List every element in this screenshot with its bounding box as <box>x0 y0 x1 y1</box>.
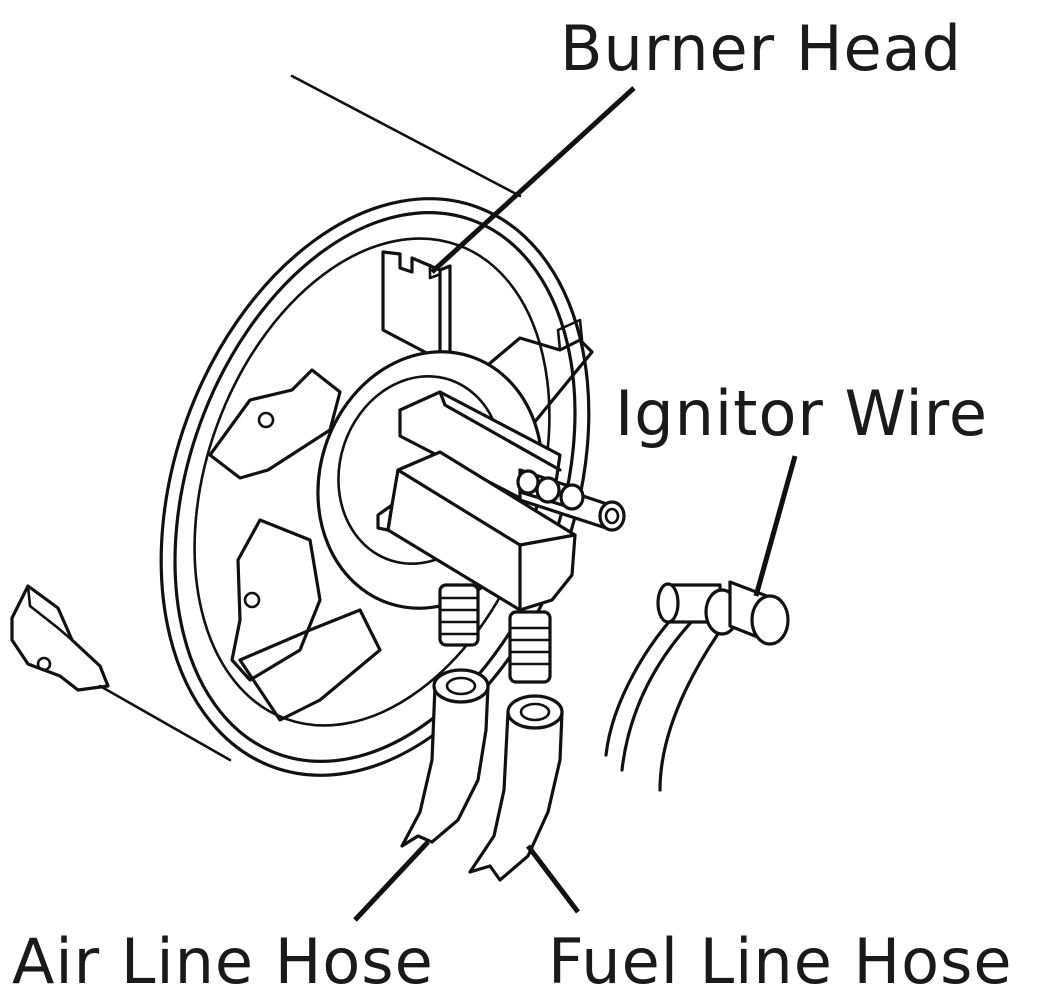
reference-line <box>290 74 522 198</box>
fuel-line-hose-leader <box>526 844 580 914</box>
ignitor-wire-label: Ignitor Wire <box>615 377 988 450</box>
ignitor-wire <box>604 580 790 792</box>
burner-head-label: Burner Head <box>560 12 962 85</box>
burner-head-leader <box>430 86 636 274</box>
air-line-hose <box>400 668 490 848</box>
fuel-line-hose-label: Fuel Line Hose <box>548 925 1013 991</box>
burner-vanes <box>208 250 594 722</box>
ignitor-pins <box>516 468 626 532</box>
air-line-hose-label: Air Line Hose <box>12 925 434 991</box>
air-line-hose-leader <box>353 840 430 922</box>
fuel-line-hose <box>468 694 564 882</box>
mounting-bracket <box>10 584 232 762</box>
ignitor-wire-leader <box>753 455 798 597</box>
hose-fittings <box>438 583 552 684</box>
